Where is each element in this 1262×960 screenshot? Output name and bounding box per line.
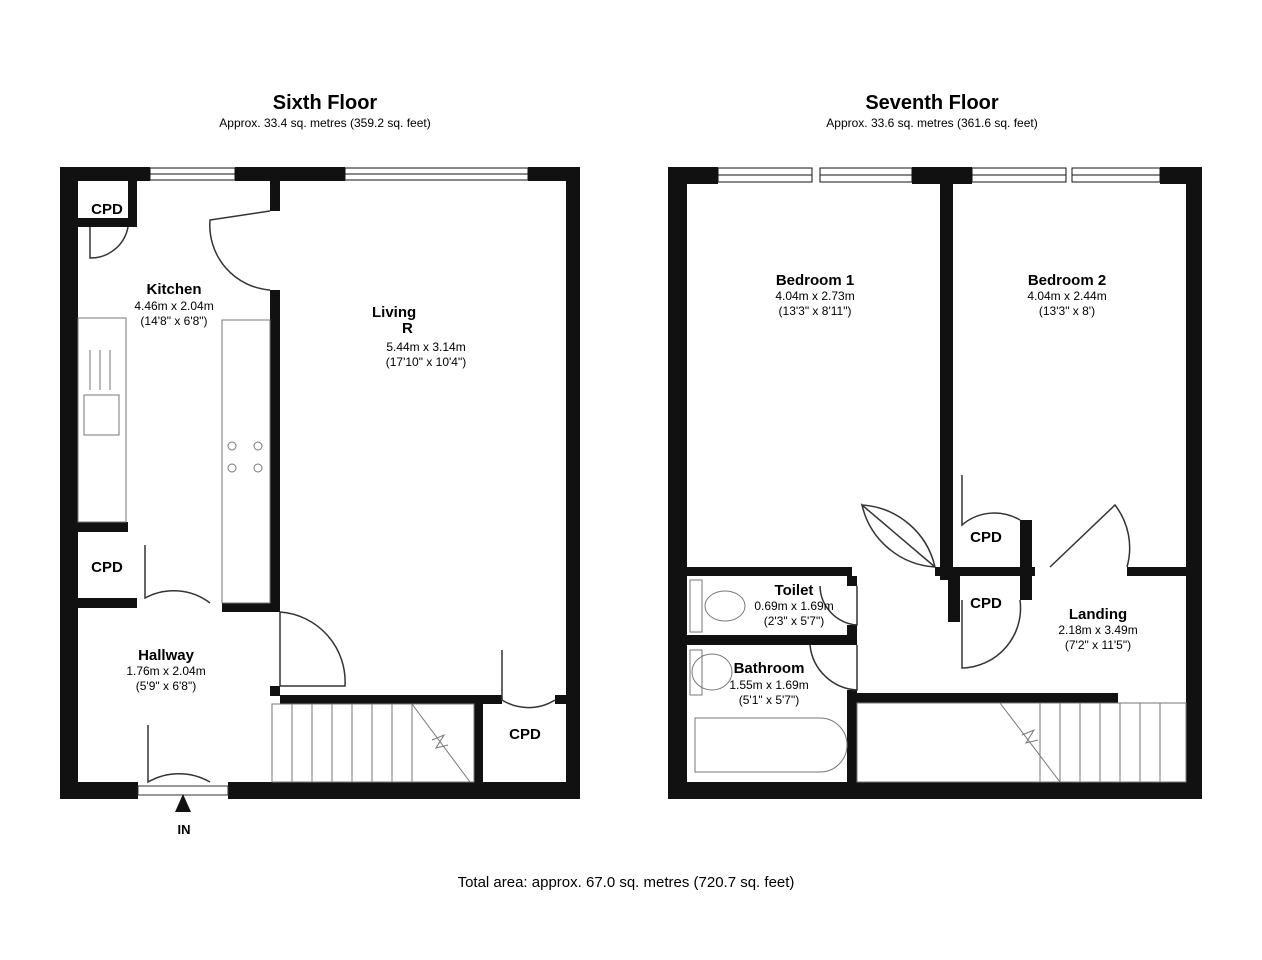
room-name: Bedroom 2 <box>1028 272 1106 289</box>
room-hallway: Hallway 1.76m x 2.04m (5'9" x 6'8") <box>126 647 205 693</box>
room-metric: 1.76m x 2.04m <box>126 664 205 678</box>
kitchen-units <box>77 317 271 604</box>
room-bathroom: Bathroom 1.55m x 1.69m (5'1" x 5'7") <box>729 660 808 707</box>
room-name: Living <box>372 304 416 321</box>
entrance-arrow-icon <box>175 794 191 812</box>
sixth-floor-stairs <box>271 703 475 783</box>
sanitary-fittings <box>689 579 848 773</box>
room-metric: 5.44m x 3.14m <box>386 340 465 354</box>
room-name: Landing <box>1069 606 1127 623</box>
room-living: Living R 5.44m x 3.14m (17'10" x 10'4") <box>372 304 466 369</box>
room-imperial: (5'1" x 5'7") <box>739 693 799 707</box>
cupboard-label: CPD <box>509 726 541 743</box>
room-imperial: (13'3" x 8'11") <box>779 304 852 318</box>
cupboard-label: CPD <box>91 559 123 576</box>
room-name: Kitchen <box>146 281 201 298</box>
room-landing: Landing 2.18m x 3.49m (7'2" x 11'5") <box>1058 606 1137 652</box>
room-imperial: (7'2" x 11'5") <box>1065 638 1131 652</box>
room-metric: 4.04m x 2.44m <box>1027 289 1106 303</box>
seventh-floor-doors <box>809 475 1131 691</box>
sixth-floor-walls <box>60 167 580 799</box>
cupboard-label: CPD <box>91 201 123 218</box>
total-area: Total area: approx. 67.0 sq. metres (720… <box>458 874 795 891</box>
sixth-floor-area: Approx. 33.4 sq. metres (359.2 sq. feet) <box>219 116 430 130</box>
cupboard-label: CPD <box>970 529 1002 546</box>
room-kitchen: Kitchen 4.46m x 2.04m (14'8" x 6'8") <box>134 281 213 328</box>
seventh-floor-stairs <box>856 702 1187 783</box>
room-bedroom-2: Bedroom 2 4.04m x 2.44m (13'3" x 8') <box>1027 272 1106 318</box>
room-name: Bathroom <box>734 660 805 677</box>
sixth-floor: Sixth Floor Approx. 33.4 sq. metres (359… <box>60 92 580 837</box>
seventh-floor-title: Seventh Floor <box>865 92 999 114</box>
room-metric: 4.04m x 2.73m <box>775 289 854 303</box>
room-name: Hallway <box>138 647 195 664</box>
sixth-floor-doors <box>89 210 556 784</box>
seventh-floor-area: Approx. 33.6 sq. metres (361.6 sq. feet) <box>826 116 1037 130</box>
room-bedroom-1: Bedroom 1 4.04m x 2.73m (13'3" x 8'11") <box>775 272 854 318</box>
room-imperial: (5'9" x 6'8") <box>136 679 196 693</box>
room-name: Toilet <box>775 582 814 599</box>
room-name-line2: R <box>402 320 413 337</box>
room-imperial: (2'3" x 5'7") <box>764 614 824 628</box>
cupboard-label: CPD <box>970 595 1002 612</box>
room-metric: 2.18m x 3.49m <box>1058 623 1137 637</box>
room-metric: 1.55m x 1.69m <box>729 678 808 692</box>
sixth-floor-title: Sixth Floor <box>273 92 378 114</box>
room-name: Bedroom 1 <box>776 272 854 289</box>
entrance-label: IN <box>178 822 191 837</box>
room-imperial: (14'8" x 6'8") <box>140 314 207 328</box>
seventh-floor: Seventh Floor Approx. 33.6 sq. metres (3… <box>668 92 1202 799</box>
sixth-floor-windows <box>149 167 529 181</box>
seventh-floor-windows <box>717 167 1161 183</box>
seventh-floor-walls <box>668 167 1202 799</box>
room-metric: 4.46m x 2.04m <box>134 299 213 313</box>
room-imperial: (17'10" x 10'4") <box>386 355 466 369</box>
room-imperial: (13'3" x 8') <box>1039 304 1095 318</box>
room-toilet: Toilet 0.69m x 1.69m (2'3" x 5'7") <box>754 582 833 628</box>
room-metric: 0.69m x 1.69m <box>754 599 833 613</box>
entrance: IN <box>137 785 229 837</box>
